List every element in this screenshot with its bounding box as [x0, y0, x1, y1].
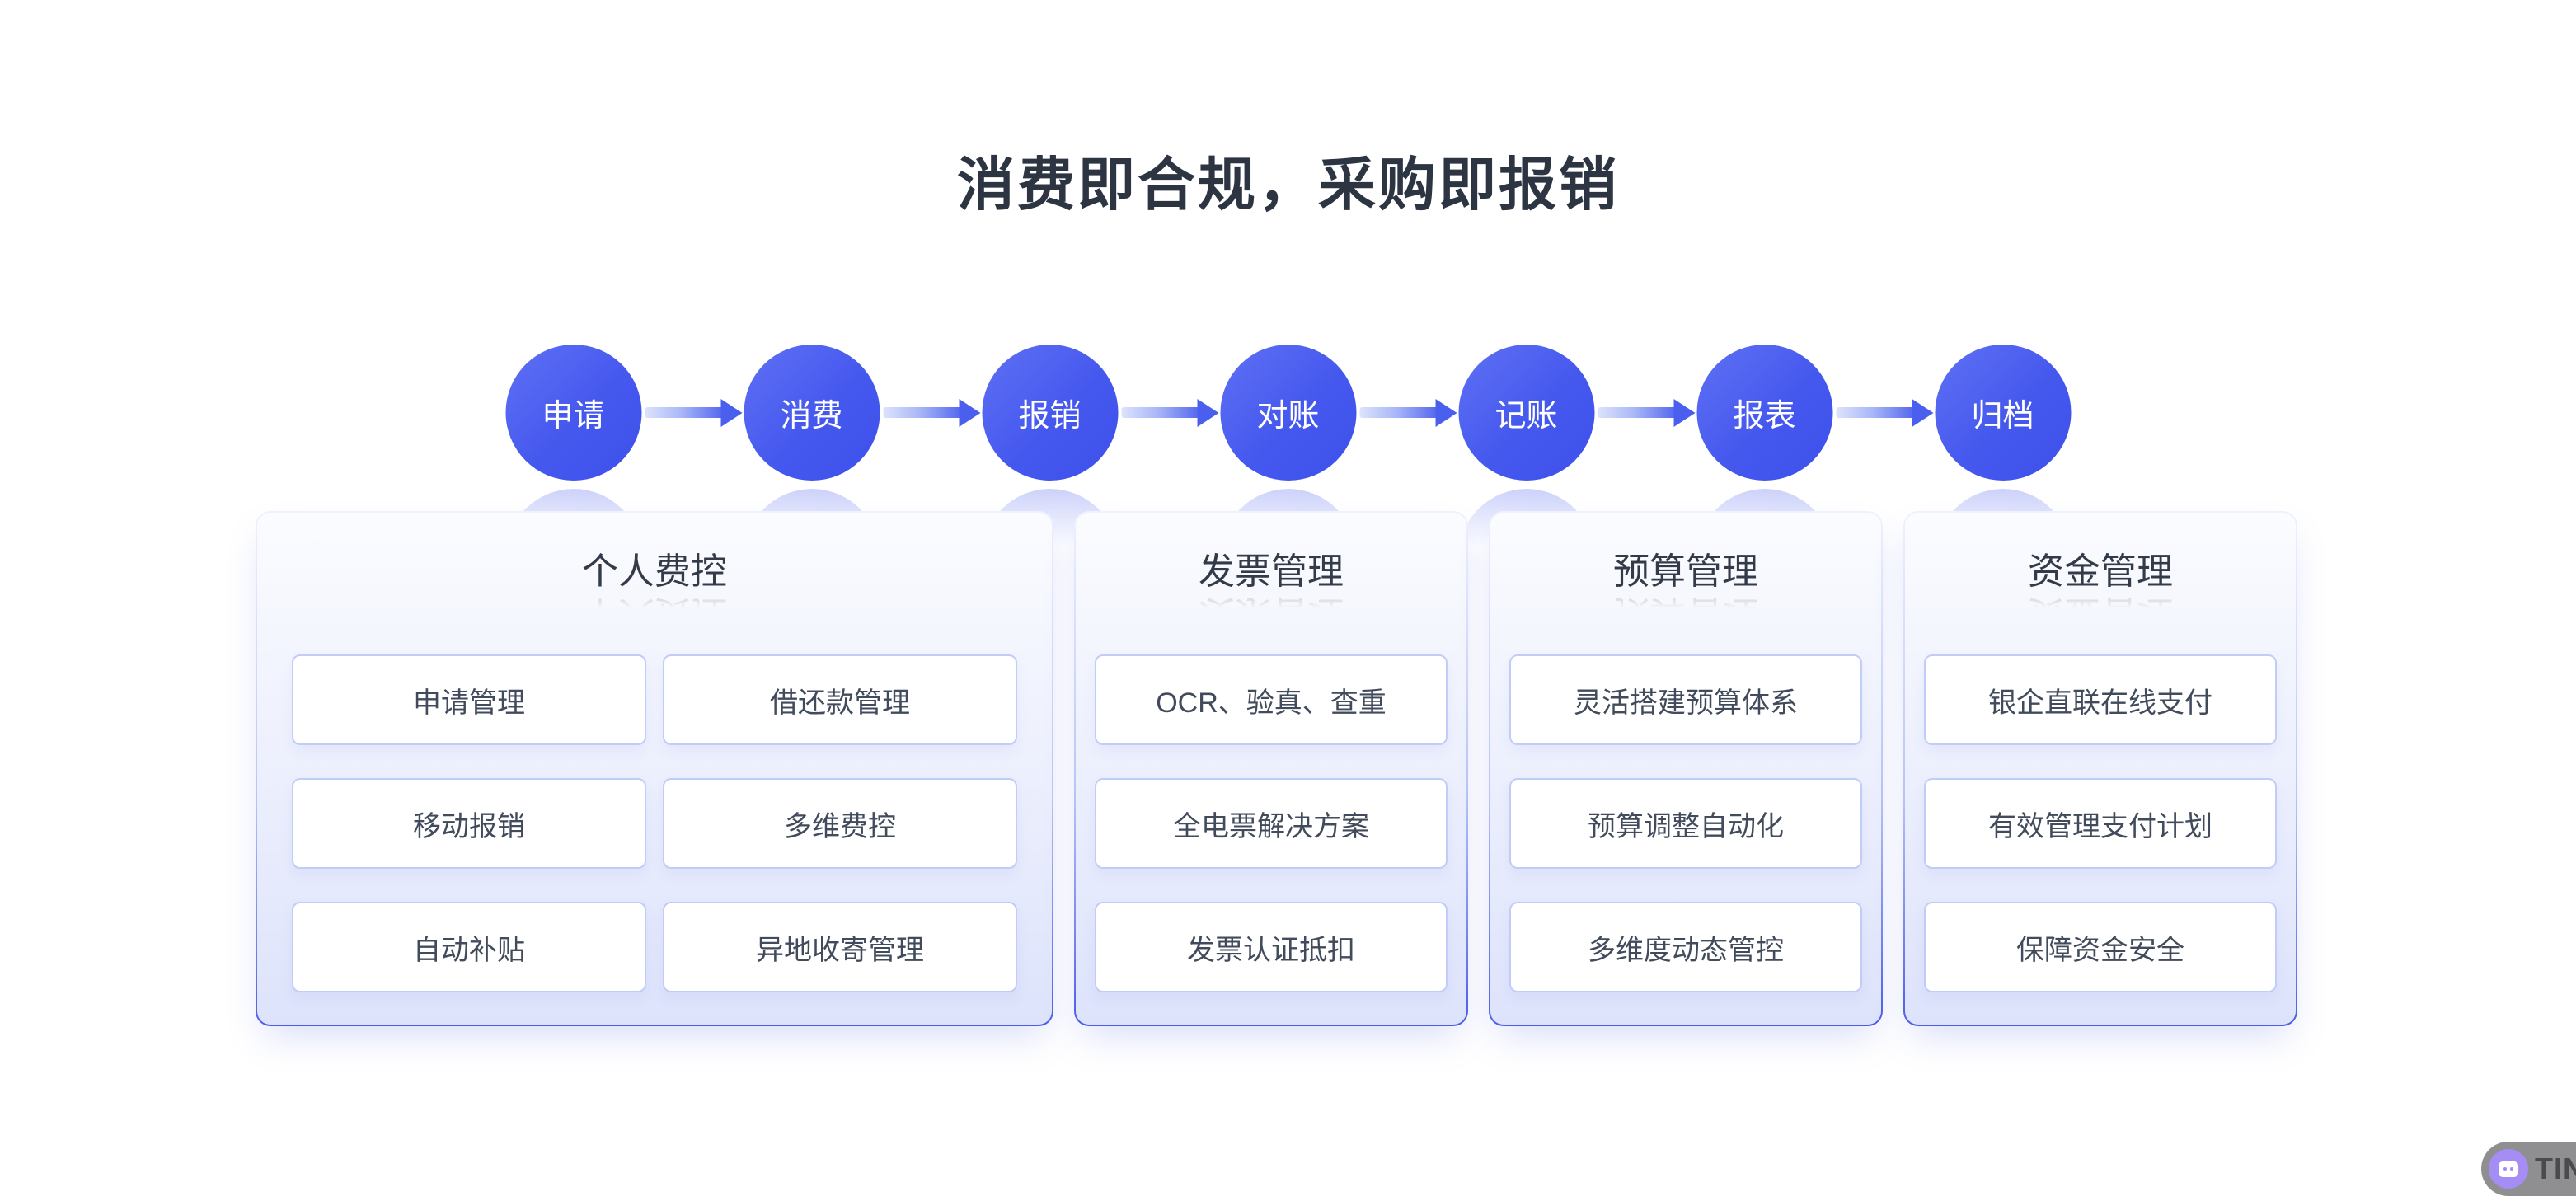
flow-arrow-icon [880, 398, 982, 428]
chat-bot-icon [2499, 1161, 2518, 1177]
flow-arrow-icon [1118, 398, 1220, 428]
assistant-widget-label: TIN [2535, 1151, 2576, 1185]
card-title: 发票管理 [1199, 551, 1344, 592]
feature-item: OCR、验真、查重 [1095, 654, 1448, 745]
flow-arrow-icon [1832, 398, 1935, 428]
feature-item: 移动报销 [292, 778, 646, 869]
flow-step-circle: 归档 [1935, 345, 2071, 481]
flow-step-circle: 对账 [1220, 345, 1356, 481]
flow-step-circle: 记账 [1458, 345, 1594, 481]
feature-item: 有效管理支付计划 [1924, 778, 2277, 869]
flow-arrow-icon [1356, 398, 1458, 428]
card-title: 预算管理 [1613, 551, 1758, 592]
flow-step-label: 对账 [1256, 399, 1320, 434]
flow-step-label: 报表 [1733, 399, 1796, 434]
flow-step-label: 申请 [542, 399, 605, 434]
card-title: 资金管理 [2028, 551, 2173, 592]
flow-step-label: 归档 [1971, 399, 2034, 434]
flow-step-circle: 消费 [744, 345, 880, 481]
flow-arrow-icon [1594, 398, 1696, 428]
feature-item: 异地收寄管理 [663, 902, 1017, 992]
workflow-steps: 申请 消费 报销 对账 记账 报表 归档 [505, 345, 2071, 481]
flow-step-label: 报销 [1018, 399, 1082, 434]
feature-item: 申请管理 [292, 654, 646, 745]
card-personal-expense: 个人费控 申请管理 借还款管理 移动报销 多维费控 自动补贴 异地收寄管理 [256, 511, 1053, 1026]
feature-item: 保障资金安全 [1924, 902, 2277, 992]
card-fund-management: 资金管理 银企直联在线支付 有效管理支付计划 保障资金安全 [1903, 511, 2297, 1026]
feature-item: 多维费控 [663, 778, 1017, 869]
flow-step-label: 记账 [1494, 399, 1558, 434]
feature-item: 灵活搭建预算体系 [1509, 654, 1862, 745]
feature-item: 发票认证抵扣 [1095, 902, 1448, 992]
feature-item: 全电票解决方案 [1095, 778, 1448, 869]
card-invoice-management: 发票管理 OCR、验真、查重 全电票解决方案 发票认证抵扣 [1074, 511, 1468, 1026]
feature-item: 银企直联在线支付 [1924, 654, 2277, 745]
card-budget-management: 预算管理 灵活搭建预算体系 预算调整自动化 多维度动态管控 [1489, 511, 1883, 1026]
feature-cards: 个人费控 申请管理 借还款管理 移动报销 多维费控 自动补贴 异地收寄管理 发票… [256, 511, 2297, 1026]
flow-step-label: 消费 [780, 399, 843, 434]
flow-step-circle: 报表 [1696, 345, 1832, 481]
assistant-widget[interactable]: TIN [2481, 1142, 2576, 1196]
feature-item: 多维度动态管控 [1509, 902, 1862, 992]
flow-arrow-icon [641, 398, 744, 428]
feature-item: 自动补贴 [292, 902, 646, 992]
assistant-avatar [2489, 1149, 2528, 1189]
page-title: 消费即合规，采购即报销 [957, 152, 1619, 217]
flow-step-circle: 申请 [505, 345, 641, 481]
flow-step-circle: 报销 [982, 345, 1118, 481]
feature-item: 预算调整自动化 [1509, 778, 1862, 869]
feature-item: 借还款管理 [663, 654, 1017, 745]
card-title: 个人费控 [582, 551, 727, 592]
